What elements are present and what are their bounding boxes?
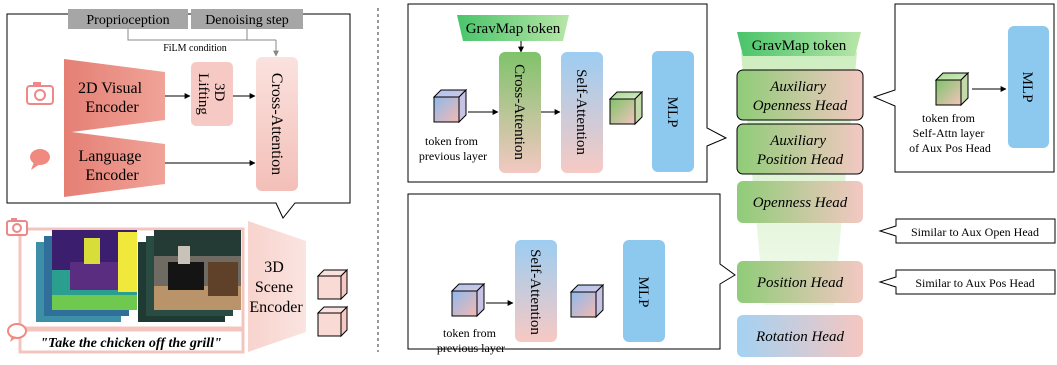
input-token-cube bbox=[450, 282, 486, 318]
similar-pos-callout bbox=[878, 269, 1056, 295]
aux-position-head bbox=[736, 123, 864, 175]
camera-icon-small bbox=[6, 218, 28, 236]
similar-open-callout bbox=[878, 218, 1056, 244]
self-attention-label: Self-Attention bbox=[527, 249, 543, 335]
position-head bbox=[737, 261, 863, 303]
proprioception-box bbox=[68, 9, 188, 29]
rotation-head-label: Rotation Head bbox=[755, 329, 844, 345]
speech-icon bbox=[30, 149, 50, 170]
scene-token-cube bbox=[316, 305, 349, 338]
hidden-token-cube bbox=[608, 90, 644, 126]
token-from-prev-label: token from previous layer bbox=[437, 326, 505, 355]
aux-openness-head bbox=[736, 69, 864, 121]
film-connector bbox=[127, 29, 276, 41]
aux-mlp-block bbox=[1008, 26, 1049, 148]
lifting-block bbox=[191, 62, 233, 126]
aux-position-head-label: Auxiliary Position Head bbox=[756, 133, 844, 168]
gravmap-token-column-box bbox=[737, 32, 861, 56]
mlp-block bbox=[623, 240, 665, 342]
openness-head-label: Openness Head bbox=[753, 195, 848, 211]
depth-image-stack bbox=[36, 230, 137, 322]
aux-openness-head-label: Auxiliary Openness Head bbox=[753, 79, 848, 114]
rgb-image-stack bbox=[138, 230, 241, 322]
self-attention-block bbox=[515, 240, 557, 342]
denoising-step-label: Denoising step bbox=[205, 13, 289, 28]
scene-token-cube bbox=[316, 268, 349, 301]
instruction-text: "Take the chicken off the grill" bbox=[40, 336, 222, 351]
openness-head bbox=[737, 181, 863, 223]
proprioception-label: Proprioception bbox=[86, 13, 169, 28]
similar-pos-label: Similar to Aux Pos Head bbox=[915, 276, 1034, 290]
gravmap-token-box bbox=[457, 15, 569, 41]
right-cross-attention-block bbox=[499, 52, 541, 173]
scene-encoder-label: 3D Scene Encoder bbox=[249, 259, 303, 316]
self-attention-block bbox=[561, 52, 603, 173]
lifting-label: 3D Lifting bbox=[195, 73, 227, 115]
rotation-head bbox=[737, 315, 863, 357]
film-condition-label: FiLM condition bbox=[163, 43, 227, 54]
right-cross-attention-label: Cross-Attention bbox=[511, 64, 527, 160]
aux-mlp-label: MLP bbox=[1019, 72, 1035, 103]
self-attention-label: Self-Attention bbox=[573, 69, 589, 155]
token-from-prev-label: token from previous layer bbox=[419, 134, 487, 163]
aux-detail-token-label: token from Self-Attn layer of Aux Pos He… bbox=[909, 111, 991, 155]
visual-encoder-block bbox=[64, 59, 165, 133]
language-encoder-block bbox=[64, 131, 165, 197]
gravmap-token-label: GravMap token bbox=[466, 21, 561, 37]
instruction-box bbox=[18, 328, 245, 354]
mlp-label: MLP bbox=[664, 97, 680, 128]
mlp-label: MLP bbox=[635, 277, 651, 308]
position-head-label: Position Head bbox=[756, 275, 844, 291]
gravmap-token-column-label: GravMap token bbox=[752, 38, 847, 54]
speech-icon-small bbox=[7, 323, 27, 342]
scene-encoder-block bbox=[248, 221, 306, 352]
denoising-step-box bbox=[191, 9, 303, 29]
language-encoder-label: Language Encoder bbox=[78, 148, 145, 184]
similar-open-label: Similar to Aux Open Head bbox=[911, 225, 1039, 239]
input-frame bbox=[18, 227, 245, 330]
mlp-block bbox=[652, 51, 694, 172]
hidden-token-cube bbox=[569, 283, 605, 319]
aux-token-cube bbox=[934, 71, 970, 107]
camera-icon bbox=[26, 82, 54, 105]
visual-encoder-label: 2D Visual Encoder bbox=[78, 80, 146, 116]
left-cross-attention-label: Cross-Attention bbox=[268, 73, 285, 175]
left-cross-attention-block bbox=[256, 57, 298, 191]
input-token-cube bbox=[432, 88, 468, 124]
